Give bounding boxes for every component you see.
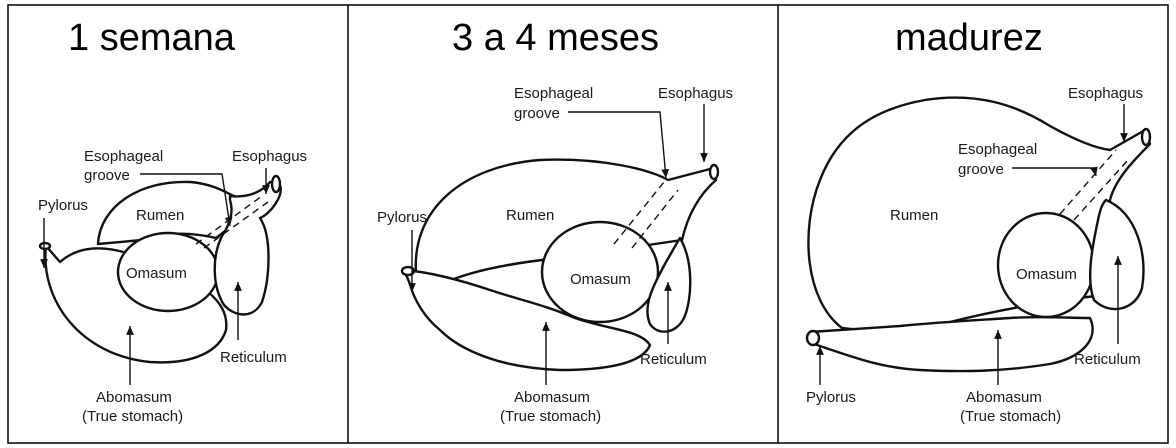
label-omasum: Omasum [126, 265, 187, 282]
label-esophageal: Esophageal [514, 85, 593, 102]
label-rumen: Rumen [890, 207, 938, 224]
label-groove: groove [958, 161, 1004, 178]
label-pylorus: Pylorus [377, 209, 427, 226]
esophagus-opening [272, 176, 280, 192]
panel-title: madurez [895, 17, 1043, 59]
pylorus-opening [807, 331, 819, 345]
label-pylorus: Pylorus [38, 197, 88, 214]
label-esophageal: Esophageal [958, 141, 1037, 158]
label-abomasum: Abomasum [966, 389, 1042, 406]
pylorus-opening [40, 243, 50, 249]
label-esophageal: Esophageal [84, 148, 163, 165]
label-pylorus: Pylorus [806, 389, 856, 406]
panel-2-months: 3 a 4 meses Esophageal groove Esophagus … [377, 17, 733, 425]
label-reticulum: Reticulum [640, 351, 707, 368]
label-true-stomach: (True stomach) [82, 408, 183, 425]
panel-3-maturity: madurez Esophageal groove Esophagus Pylo… [806, 17, 1150, 425]
label-reticulum: Reticulum [1074, 351, 1141, 368]
label-true-stomach: (True stomach) [960, 408, 1061, 425]
label-omasum: Omasum [570, 271, 631, 288]
label-esophagus: Esophagus [658, 85, 733, 102]
label-groove: groove [84, 167, 130, 184]
omasum-shape [998, 213, 1094, 317]
label-groove: groove [514, 105, 560, 122]
esophagus-opening [1142, 129, 1150, 145]
label-abomasum: Abomasum [514, 389, 590, 406]
panel-1-week: 1 semana Esophageal groove Esophagus Pyl… [38, 17, 307, 425]
label-true-stomach: (True stomach) [500, 408, 601, 425]
reticulum-shape [1090, 200, 1143, 309]
panel-title: 1 semana [68, 17, 236, 59]
label-abomasum: Abomasum [96, 389, 172, 406]
label-reticulum: Reticulum [220, 349, 287, 366]
panel-title: 3 a 4 meses [452, 17, 659, 59]
label-omasum: Omasum [1016, 266, 1077, 283]
esophagus-opening [710, 165, 718, 179]
label-rumen: Rumen [136, 207, 184, 224]
label-esophagus: Esophagus [1068, 85, 1143, 102]
label-esophagus: Esophagus [232, 148, 307, 165]
label-rumen: Rumen [506, 207, 554, 224]
